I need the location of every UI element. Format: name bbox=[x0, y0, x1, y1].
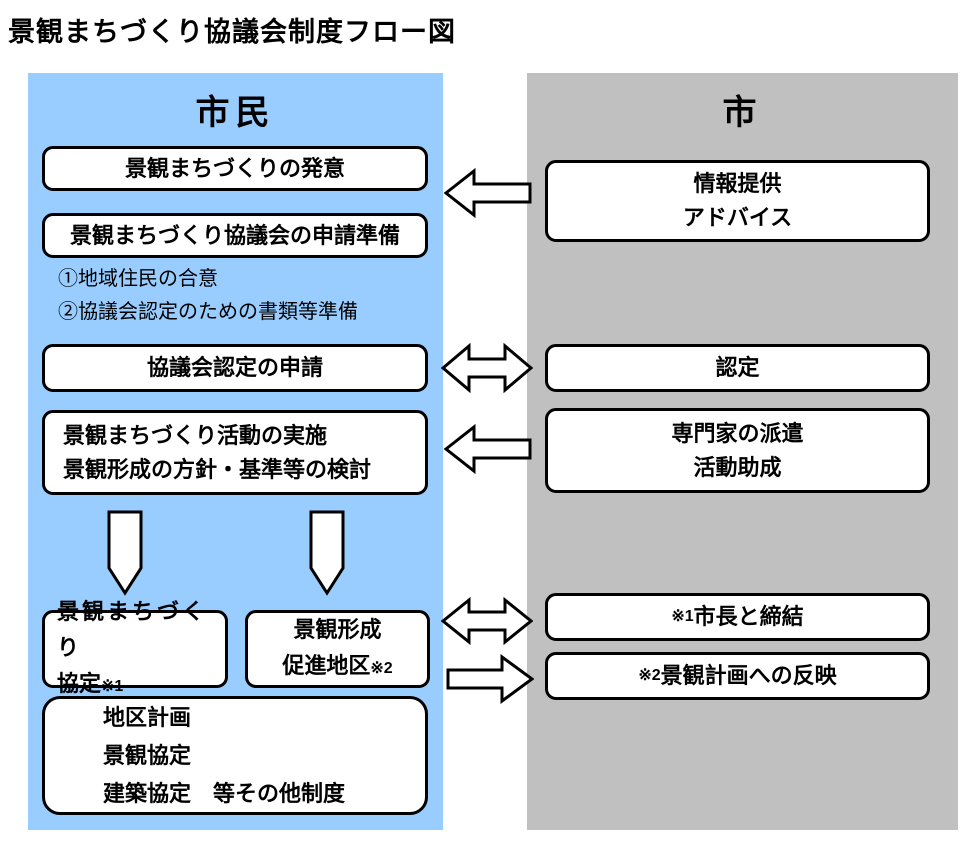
down-arrow-left-icon bbox=[107, 510, 143, 596]
box-activity-line2: 景観形成の方針・基準等の検討 bbox=[63, 456, 372, 482]
box-activity: 景観まちづくり活動の実施 景観形成の方針・基準等の検討 bbox=[42, 410, 428, 495]
box-agreement-line1: 景観まちづくり bbox=[57, 598, 208, 660]
page-title: 景観まちづくり協議会制度フロー図 bbox=[8, 17, 456, 47]
down-arrow-right-icon bbox=[309, 510, 345, 596]
box-activity-line1: 景観まちづくり活動の実施 bbox=[63, 422, 328, 448]
box-district-line2: 促進地区※2 bbox=[282, 648, 392, 687]
double-arrow-agreement-icon bbox=[441, 596, 533, 646]
prep-step-1: ①地域住民の合意 bbox=[58, 268, 218, 290]
box-support-line2: 活動助成 bbox=[693, 454, 782, 480]
box-agreement: 景観まちづくり 協定※1 bbox=[42, 599, 228, 696]
box-initiation: 景観まちづくりの発意 bbox=[42, 146, 428, 191]
box-information-advice: 情報提供 アドバイス bbox=[545, 160, 930, 242]
left-arrow-info-icon bbox=[444, 167, 532, 219]
box-application-label: 協議会認定の申請 bbox=[146, 355, 323, 380]
citizen-panel-header: 市民 bbox=[195, 94, 276, 132]
left-arrow-support-icon bbox=[444, 423, 532, 475]
box-certification-label: 認定 bbox=[715, 355, 760, 380]
preparation-steps-list: ①地域住民の合意 ②協議会認定のための書類等準備 bbox=[58, 263, 428, 329]
box-other-systems: 地区計画 景観協定 建築協定 等その他制度 bbox=[42, 696, 428, 815]
note1-ref: ※1 bbox=[671, 608, 694, 625]
box-district-line1: 景観形成 bbox=[293, 616, 382, 642]
box-preparation: 景観まちづくり協議会の申請準備 bbox=[42, 213, 428, 258]
district-ref: ※2 bbox=[370, 659, 393, 677]
box-initiation-label: 景観まちづくりの発意 bbox=[124, 155, 345, 181]
box-info-line1: 情報提供 bbox=[693, 171, 782, 196]
note2-text: 景観計画への反映 bbox=[660, 663, 837, 688]
box-other-line2: 景観協定 bbox=[103, 742, 192, 768]
box-district: 景観形成 促進地区※2 bbox=[245, 610, 430, 688]
city-panel-header: 市 bbox=[722, 94, 763, 132]
box-application: 協議会認定の申請 bbox=[42, 344, 428, 392]
box-preparation-label: 景観まちづくり協議会の申請準備 bbox=[69, 222, 400, 248]
double-arrow-certification-icon bbox=[441, 342, 533, 394]
agreement-ref: ※1 bbox=[101, 677, 124, 695]
note2-ref: ※2 bbox=[638, 667, 661, 684]
box-other-line3: 建築協定 等その他制度 bbox=[103, 780, 346, 806]
box-support-line1: 専門家の派遣 bbox=[671, 420, 804, 446]
note1-text: 市長と締結 bbox=[693, 604, 804, 629]
prep-step-2: ②協議会認定のための書類等準備 bbox=[58, 301, 358, 323]
box-expert-support: 専門家の派遣 活動助成 bbox=[545, 408, 930, 493]
box-certification: 認定 bbox=[545, 344, 930, 392]
box-other-line1: 地区計画 bbox=[103, 704, 192, 730]
box-info-line2: アドバイス bbox=[682, 205, 793, 230]
box-agreement-line2: 協定※1 bbox=[57, 666, 123, 705]
right-arrow-reflection-icon bbox=[446, 654, 534, 704]
